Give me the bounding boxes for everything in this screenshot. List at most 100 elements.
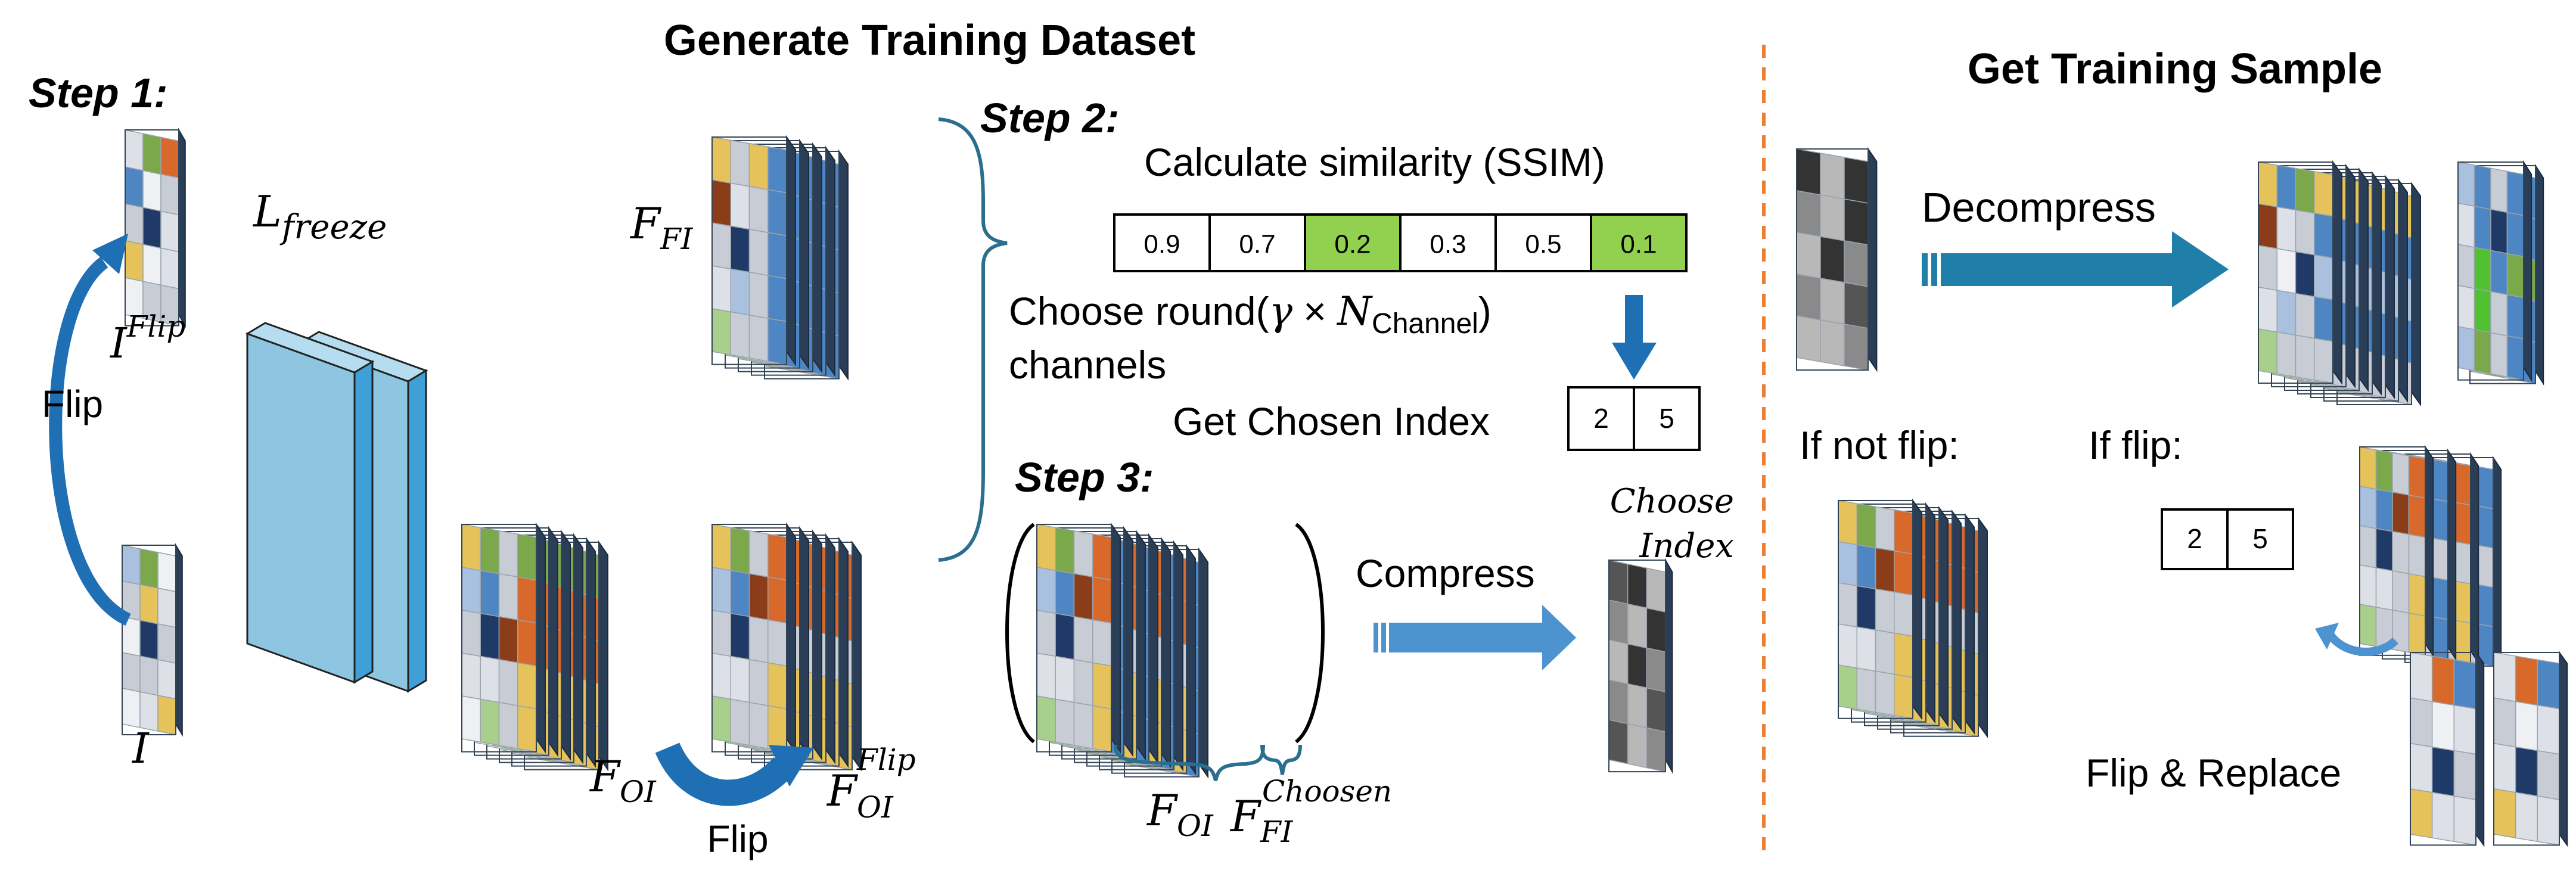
flip-stack-top-card-cell (2392, 570, 2410, 614)
l-freeze-base: L (252, 187, 282, 237)
compressed-card-side (1665, 558, 1673, 774)
f-oi-stack-card-cell (498, 701, 518, 750)
step3-f-oi-sub: OI (1177, 809, 1214, 843)
flip-stack-bottom-card-cell (2515, 746, 2538, 797)
f-fi-stack-card-cell (767, 189, 787, 237)
f-oi-flip-stack-card-cell (711, 610, 731, 657)
ssim-value: 0.3 (1430, 230, 1466, 259)
compressed-card-cell (1608, 560, 1629, 605)
flip-stack-top-card-cell (2431, 537, 2448, 581)
not-flip-stack-card-cell (1894, 591, 1913, 637)
f-oi-flip-stack-card-side (838, 536, 849, 768)
f-oi-flip-stack-card-cell (767, 619, 787, 667)
flip-stack-top-card-side (2447, 448, 2457, 661)
f-oi-flip-sup: Flip (856, 742, 916, 777)
decompressed-extra-card-side (2523, 160, 2533, 383)
decompressed-stack-card-side (2385, 174, 2395, 400)
sample-compressed-card-cell (1796, 315, 1821, 362)
flip-stack-bottom-card-cell (2537, 795, 2560, 846)
channels-label: channels (1009, 343, 1166, 387)
step3-stack-card-side (1111, 522, 1121, 754)
n-sub: Channel (1372, 308, 1478, 340)
flip-stack-bottom-card-cell (2515, 655, 2538, 706)
compressed-card-cell (1627, 563, 1648, 609)
step3-f-oi-label: FOI (1146, 785, 1214, 843)
f-oi-flip-stack-card-cell (748, 530, 769, 578)
not-flip-stack-card-cell (1894, 550, 1913, 596)
step3-stack-card-cell (1055, 655, 1075, 703)
i-label: I (131, 724, 150, 773)
flip-stack-bottom-card-cell (2453, 659, 2476, 710)
i-image-cell (157, 623, 176, 664)
sample-index-value: 5 (2252, 523, 2268, 554)
flip-replace-label: Flip & Replace (2086, 751, 2341, 795)
decompress-arrow (1922, 231, 2229, 307)
f-oi-flip-stack-card-cell (711, 524, 731, 571)
f-oi-flip-stack-card-cell (748, 616, 769, 664)
not-flip-stack-card-side (1965, 512, 1975, 735)
f-fi-stack-card-cell (730, 311, 750, 359)
compressed-card-cell (1646, 567, 1666, 613)
ssim-value: 0.2 (1334, 230, 1371, 259)
step3-stack-card-cell (1055, 698, 1075, 746)
decompressed-stack-card-cell (2314, 337, 2333, 384)
ssim-cell (1494, 213, 1592, 272)
freeze-block-back-side (407, 369, 427, 693)
f-fi-stack-card-cell (730, 182, 750, 230)
not-flip-stack-card-cell (1894, 632, 1913, 678)
choose-round-label: Choose round(γ × NChannel) (1009, 288, 1491, 340)
decompressed-extra-card-cell (2474, 206, 2491, 251)
flip-stack-bottom-card-cell (2431, 701, 2455, 751)
step3-stack-card-cell (1092, 662, 1112, 710)
f-oi-flip-stack-card-cell (767, 576, 787, 624)
decompressed-stack-card-cell (2258, 245, 2277, 291)
not-flip-stack-card-cell (1838, 500, 1857, 546)
decompressed-stack-card-cell (2258, 203, 2277, 250)
flip-stack-bottom-card-cell (2410, 742, 2433, 793)
flip-stack-bottom-card-cell (2410, 788, 2433, 838)
f-oi-stack-card-cell (461, 567, 481, 614)
f-fi-stack-card-cell (767, 318, 787, 365)
decompressed-extra-card-cell (2490, 209, 2508, 254)
flip-stack-top-card-cell (2359, 486, 2377, 529)
step3-stack-card-side (1136, 529, 1146, 761)
gamma-symbol: γ (1269, 288, 1293, 334)
decompressed-extra-card-cell (2474, 164, 2491, 210)
flip-label-left: Flip (42, 383, 103, 425)
decompressed-stack-card-cell (2295, 167, 2315, 214)
step3-stack-card-cell (1036, 567, 1056, 614)
i-flip-image-cell (142, 133, 161, 175)
decompressed-extra-card-cell (2457, 326, 2475, 372)
decompressed-extra-card-cell (2506, 212, 2524, 257)
flip-stack-top-card-cell (2476, 544, 2494, 588)
sample-compressed-card-cell (1844, 240, 1869, 287)
sample-index-value: 2 (2187, 523, 2202, 554)
i-flip-image-cell (125, 166, 144, 209)
decompressed-stack-card-cell (2276, 331, 2297, 378)
f-oi-flip-stack-card-side (812, 529, 822, 761)
ssim-cell (1399, 213, 1497, 272)
f-oi-flip-stack-card-cell (711, 695, 731, 743)
i-image-cell (139, 655, 159, 696)
rotate-arrow-head (2315, 623, 2339, 650)
step3-stack-card (1036, 522, 1121, 754)
i-flip-image-side (178, 128, 186, 328)
decompressed-stack-card-cell (2276, 164, 2297, 211)
not-flip-stack-card-cell (1838, 664, 1857, 710)
f-oi-stack-card-cell (461, 610, 481, 657)
flip-stack-bottom-card-cell (2493, 697, 2516, 748)
f-oi-flip-label: FOIFlip (826, 742, 916, 825)
sample-compressed-card-cell (1820, 194, 1845, 241)
i-flip-image-cell (142, 207, 161, 249)
i-flip-base: I (109, 319, 128, 368)
not-flip-stack-card-side (1912, 498, 1922, 720)
choose-arrow-shaft (1625, 295, 1643, 346)
f-fi-stack-card-cell (767, 232, 787, 279)
f-oi-stack-card (461, 522, 546, 754)
flip-curved-arrow-head (92, 234, 128, 274)
step3-stack-card-cell (1036, 695, 1056, 743)
not-flip-stack-card-cell (1894, 673, 1913, 719)
f-fi-stack-card (711, 135, 796, 366)
choose-arrow-head (1612, 343, 1657, 380)
i-flip-image-cell (142, 244, 161, 286)
